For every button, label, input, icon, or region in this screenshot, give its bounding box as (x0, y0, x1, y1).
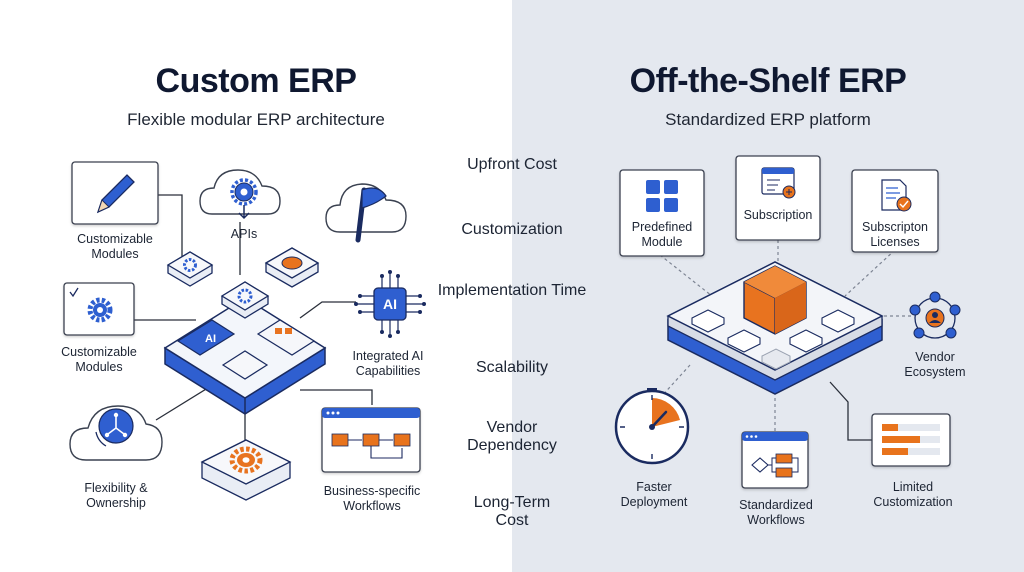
custom-erp-platform: AI (163, 247, 327, 415)
left-connectors (133, 194, 373, 445)
criterion-implementation-time: Implementation Time (437, 282, 587, 299)
gear-icon (63, 282, 135, 336)
licenses-card (851, 169, 939, 253)
subscription-licenses-label: Subscripton Licenses (861, 220, 928, 249)
vendor-network-icon (909, 291, 961, 339)
flexibility-ownership-label: Flexibility & Ownership (84, 481, 148, 510)
predefined-module-card (619, 169, 705, 257)
cloud-gear-icon (199, 169, 281, 220)
customizable-modules-label-1: Customizable Modules (77, 232, 153, 261)
subscription-label: Subscription (743, 208, 813, 222)
standardized-workflow-icon (741, 431, 809, 489)
faster-deployment-label: Faster Deployment (620, 480, 688, 509)
custom-erp-title: Custom ERP (155, 62, 357, 100)
pencil-icon (71, 161, 159, 225)
criterion-vendor-dependency: Vendor Dependency (467, 419, 557, 454)
customizable-modules-label-2: Customizable Modules (61, 345, 137, 374)
criterion-customization: Customization (461, 221, 563, 238)
cloud-network-icon (69, 405, 163, 461)
criterion-scalability: Scalability (475, 359, 549, 376)
ai-chip-icon (354, 270, 426, 338)
predefined-module-label: Predefined Module (631, 220, 693, 249)
svg-text:AI: AI (205, 333, 216, 345)
off-the-shelf-platform (666, 261, 884, 395)
gear-block-icon (200, 439, 292, 501)
criterion-long-term-cost: Long-Term Cost (473, 494, 551, 529)
integrated-ai-label: Integrated AI Capabilities (352, 349, 424, 378)
limited-customization-connector (829, 381, 872, 441)
vendor-ecosystem-label: Vendor Ecosystem (904, 350, 966, 379)
custom-erp-subtitle: Flexible modular ERP architecture (127, 110, 385, 129)
stopwatch-icon (614, 388, 690, 465)
limited-customization-card (871, 413, 951, 467)
workflow-window-icon (321, 407, 421, 473)
ai-chip-label: AI (383, 296, 397, 312)
apis-label: APIs (230, 227, 258, 241)
off-the-shelf-subtitle: Standardized ERP platform (665, 110, 871, 129)
criterion-upfront-cost: Upfront Cost (467, 156, 557, 173)
cloud-flag-icon (325, 183, 407, 243)
business-workflows-label: Business-specific Workflows (323, 484, 421, 513)
standardized-workflows-label: Standardized Workflows (739, 498, 813, 527)
off-the-shelf-title: Off-the-Shelf ERP (629, 62, 907, 100)
limited-customization-label: Limited Customization (873, 480, 953, 509)
subscription-card (735, 155, 821, 241)
